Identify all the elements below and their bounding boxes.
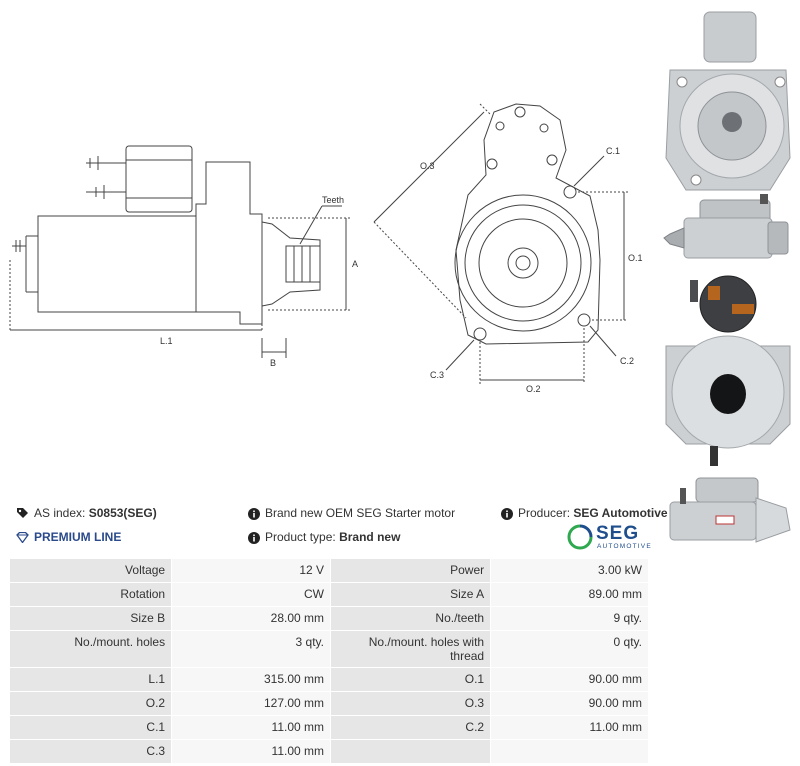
dim-c2-label: C.2 bbox=[620, 356, 634, 366]
spec-value: 89.00 mm bbox=[491, 583, 648, 606]
spec-key: C.2 bbox=[331, 716, 491, 739]
seg-logo: SEG AUTOMOTIVE bbox=[566, 523, 652, 551]
motor-body-outline bbox=[37, 161, 263, 325]
dim-b-label: B bbox=[270, 358, 276, 368]
info-icon bbox=[248, 507, 260, 520]
spec-key: Rotation bbox=[10, 583, 172, 606]
spec-value: 3.00 kW bbox=[491, 559, 648, 582]
seg-logo-text: SEG bbox=[596, 523, 640, 544]
product-photo-side bbox=[663, 194, 789, 259]
tag-icon bbox=[17, 508, 28, 519]
flange-outline bbox=[455, 103, 601, 345]
product-type-value: Brand new bbox=[339, 530, 401, 544]
spec-value: 90.00 mm bbox=[491, 668, 648, 691]
spec-key: No./mount. holes bbox=[10, 631, 172, 667]
dim-o2-label: O.2 bbox=[526, 384, 541, 394]
mount-hole-c2 bbox=[577, 313, 591, 327]
spec-key bbox=[331, 740, 491, 763]
solenoid-outline bbox=[125, 145, 193, 213]
spec-key: O.3 bbox=[331, 692, 491, 715]
product-photo-angled bbox=[669, 477, 791, 543]
producer-label: Producer: bbox=[518, 506, 571, 520]
as-index-value: S0853(SEG) bbox=[88, 506, 157, 520]
premium-line-row: PREMIUM LINE bbox=[16, 530, 121, 544]
seg-logo-mark bbox=[567, 524, 593, 550]
spec-key: O.2 bbox=[10, 692, 172, 715]
spec-value: 11.00 mm bbox=[172, 740, 330, 763]
seg-logo-subtext: AUTOMOTIVE bbox=[597, 543, 652, 550]
dim-a-label: A bbox=[352, 259, 358, 269]
spec-value: 127.00 mm bbox=[172, 692, 330, 715]
spec-value: 28.00 mm bbox=[172, 607, 330, 630]
dim-c3-label: C.3 bbox=[430, 370, 444, 380]
product-type-row: Product type: Brand new bbox=[248, 530, 400, 544]
producer-value: SEG Automotive bbox=[573, 506, 668, 520]
description-text: Brand new OEM SEG Starter motor bbox=[265, 506, 456, 520]
technical-drawing: Teeth A L.1 B O.3 C.1 O.1 C.2 C.3 O.2 bbox=[9, 103, 643, 394]
mount-hole-c1 bbox=[563, 185, 577, 199]
spec-key: C.3 bbox=[10, 740, 172, 763]
spec-value: 90.00 mm bbox=[491, 692, 648, 715]
spec-value: 9 qty. bbox=[491, 607, 648, 630]
spec-key: L.1 bbox=[10, 668, 172, 691]
teeth-label: Teeth bbox=[322, 195, 344, 205]
spec-value: 12 V bbox=[172, 559, 330, 582]
spec-key: Size B bbox=[10, 607, 172, 630]
description-row: Brand new OEM SEG Starter motor bbox=[248, 506, 455, 520]
dim-o1-label: O.1 bbox=[628, 253, 643, 263]
spec-value: 315.00 mm bbox=[172, 668, 330, 691]
spec-value: 11.00 mm bbox=[491, 716, 648, 739]
spec-value: 11.00 mm bbox=[172, 716, 330, 739]
spec-key: No./mount. holes with thread bbox=[331, 631, 491, 667]
mount-hole-c3 bbox=[473, 327, 487, 341]
spec-key: O.1 bbox=[331, 668, 491, 691]
as-index-label: AS index: bbox=[34, 506, 86, 520]
spec-key: Voltage bbox=[10, 559, 172, 582]
dim-o3-label: O.3 bbox=[420, 161, 435, 171]
spec-key: C.1 bbox=[10, 716, 172, 739]
producer-row: Producer: SEG Automotive bbox=[501, 506, 668, 520]
premium-line-label: PREMIUM LINE bbox=[34, 530, 122, 544]
spec-value: CW bbox=[172, 583, 330, 606]
product-photo-front bbox=[665, 11, 791, 191]
spec-key: Size A bbox=[331, 583, 491, 606]
product-type-label: Product type: bbox=[265, 530, 336, 544]
spec-value bbox=[491, 740, 648, 763]
diamond-icon bbox=[16, 532, 29, 544]
spec-value: 0 qty. bbox=[491, 631, 648, 667]
flange-circle bbox=[454, 194, 592, 332]
dim-c1-label: C.1 bbox=[606, 146, 620, 156]
info-icon bbox=[248, 531, 260, 544]
info-icon bbox=[501, 507, 513, 520]
as-index-row: AS index: S0853(SEG) bbox=[16, 506, 157, 520]
dim-l1-label: L.1 bbox=[160, 336, 173, 346]
spec-value: 3 qty. bbox=[172, 631, 330, 667]
spec-key: Power bbox=[331, 559, 491, 582]
product-photo-rear bbox=[665, 275, 791, 466]
spec-key: No./teeth bbox=[331, 607, 491, 630]
